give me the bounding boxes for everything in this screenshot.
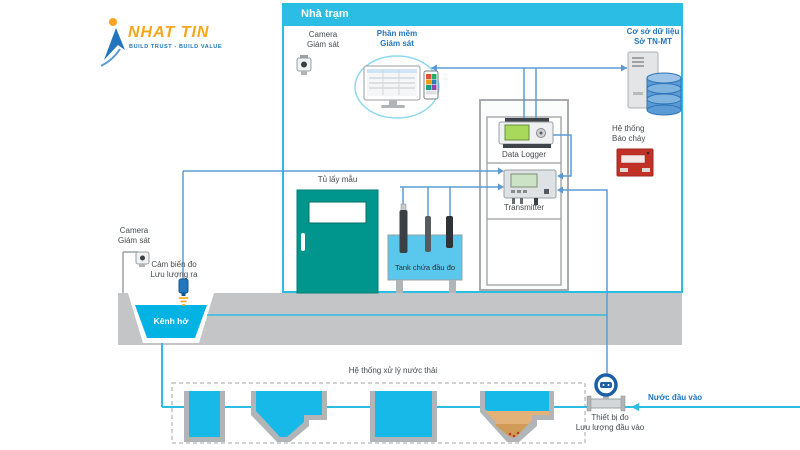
transmitter-label: Transmitter <box>503 203 545 212</box>
logo-tagline: BUILD TRUST - BUILD VALUE <box>129 44 223 50</box>
signal-arrowheads <box>431 64 627 194</box>
indoor-camera-icon <box>296 55 312 75</box>
probes <box>399 203 453 253</box>
station-title: Nhà trạm <box>301 8 349 20</box>
inflow-flowmeter-icon <box>586 373 626 412</box>
treatment-dashed-border <box>171 382 586 444</box>
treatment-tank-2 <box>251 391 327 442</box>
monitoring-software <box>354 55 440 119</box>
inflow-water-label: Nước đầu vào <box>648 393 703 402</box>
door-handle <box>301 233 305 251</box>
sampling-cabinet-door <box>296 189 379 294</box>
outflow-sensor-label: Cảm biến đo Lưu lượng ra <box>150 260 198 280</box>
monitor-icon <box>363 65 421 108</box>
probe-tank-label: Tank chứa đầu đo <box>394 263 456 272</box>
fire-alarm-label: Hệ thống Báo cháy <box>612 124 646 144</box>
equipment-rack <box>479 99 569 291</box>
inflow-meter-label: Thiết bị đo Lưu lượng đầu vào <box>575 413 645 433</box>
inflow-arrow <box>631 403 639 411</box>
database-server-icon <box>627 51 682 116</box>
open-channel-label: Kênh hở <box>153 316 189 326</box>
logo-icon <box>100 18 125 67</box>
data-logger-device <box>498 118 554 148</box>
treatment-system <box>161 314 800 444</box>
sampling-cabinet-label: Tủ lấy mẫu <box>317 175 358 184</box>
door-window <box>308 201 367 224</box>
database-cylinders-icon <box>646 72 682 116</box>
outflow-sensor-icon <box>178 278 189 306</box>
outdoor-camera-label: Camera Giám sát <box>117 226 150 246</box>
transmitter-device <box>503 169 557 205</box>
treatment-tank-4 <box>480 391 554 442</box>
indoor-camera-label: Camera Giám sát <box>306 30 339 50</box>
fire-alarm-panel-icon <box>616 148 654 177</box>
signal-lines <box>182 67 627 374</box>
database-label: Cơ sở dữ liệu Sở TN-MT <box>626 27 680 47</box>
logo-name: NHAT TIN <box>128 24 210 41</box>
software-label: Phần mềm Giám sát <box>376 29 418 49</box>
phone-icon <box>423 70 439 100</box>
transmitter-flowmeter-line <box>563 189 608 374</box>
data-logger-label: Data Logger <box>501 150 547 159</box>
treatment-label: Hệ thống xử lý nước thải <box>348 366 438 375</box>
sediment <box>485 411 549 437</box>
treatment-tank-3 <box>370 391 437 442</box>
treatment-tank-1 <box>184 391 225 442</box>
